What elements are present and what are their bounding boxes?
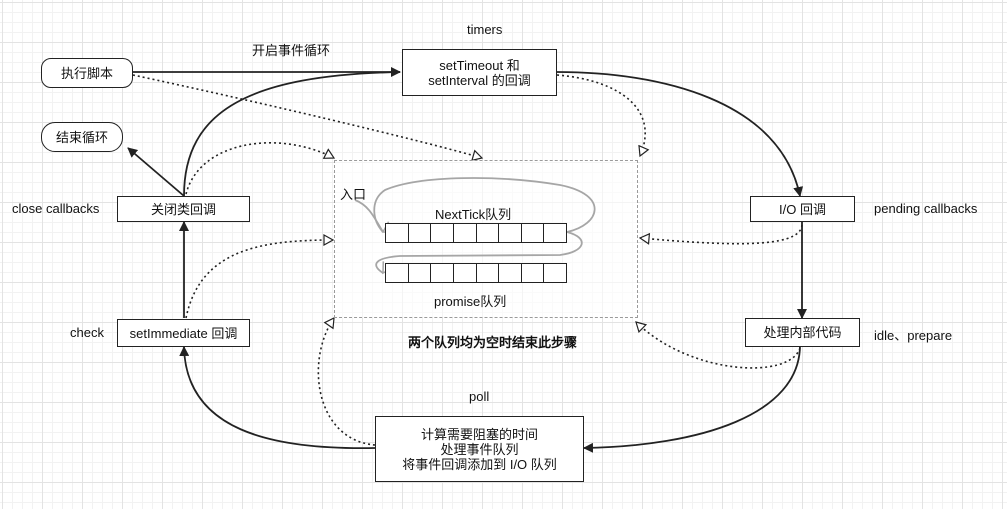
io-callbacks-node-label: I/O 回调 bbox=[779, 201, 826, 217]
check-node: setImmediate 回调 bbox=[117, 319, 250, 347]
nexttick-queue bbox=[385, 223, 567, 243]
promise-queue-label: promise队列 bbox=[434, 294, 507, 309]
queue-slot bbox=[409, 264, 432, 282]
timers-node-line1: setTimeout 和 bbox=[439, 57, 520, 73]
queue-slot bbox=[386, 264, 409, 282]
dotted-check-to-area bbox=[185, 240, 333, 319]
nexttick-queue-label: NextTick队列 bbox=[435, 207, 512, 222]
exec-script-label: 执行脚本 bbox=[60, 65, 113, 81]
queue-slot bbox=[499, 264, 522, 282]
queue-slot bbox=[522, 264, 545, 282]
dotted-flow bbox=[132, 74, 803, 446]
poll-node: 计算需要阻塞的时间 处理事件队列 将事件回调添加到 I/O 队列 bbox=[375, 416, 584, 482]
queue-slot bbox=[544, 264, 566, 282]
dotted-close-to-area bbox=[185, 142, 334, 195]
start-loop-label: 开启事件循环 bbox=[252, 43, 331, 58]
timers-node-line2: setInterval 的回调 bbox=[428, 72, 531, 88]
solid-flow bbox=[127, 67, 807, 453]
queue-slot bbox=[409, 224, 432, 242]
queue-slot bbox=[386, 224, 409, 242]
end-loop-label: 结束循环 bbox=[55, 129, 108, 145]
dotted-poll-to-area bbox=[317, 318, 376, 446]
timers-phase-label: timers bbox=[467, 22, 503, 37]
io-callbacks-node: I/O 回调 bbox=[750, 196, 855, 222]
timers-node: setTimeout 和 setInterval 的回调 bbox=[402, 49, 557, 96]
arrow-internal-to-poll bbox=[583, 344, 801, 453]
poll-node-line2: 处理事件队列 bbox=[440, 441, 519, 457]
close-callbacks-phase-label: close callbacks bbox=[12, 201, 100, 216]
arrow-timers-to-io bbox=[556, 71, 804, 197]
entry-label: 入口 bbox=[340, 187, 367, 202]
queue-slot bbox=[454, 224, 477, 242]
poll-phase-label: poll bbox=[469, 389, 490, 404]
queue-slot bbox=[477, 264, 500, 282]
close-callbacks-node: 关闭类回调 bbox=[117, 196, 250, 222]
internal-code-node: 处理内部代码 bbox=[745, 318, 860, 347]
exec-script-node: 执行脚本 bbox=[41, 58, 133, 88]
promise-queue bbox=[385, 263, 567, 283]
close-callbacks-node-label: 关闭类回调 bbox=[150, 201, 216, 217]
idle-prepare-phase-label: idle、prepare bbox=[874, 328, 953, 343]
arrow-close-to-end bbox=[127, 147, 185, 197]
internal-code-node-label: 处理内部代码 bbox=[763, 325, 842, 340]
queue-slot bbox=[544, 224, 566, 242]
queue-slot bbox=[499, 224, 522, 242]
check-phase-label: check bbox=[70, 325, 104, 340]
end-loop-node: 结束循环 bbox=[41, 122, 123, 152]
poll-node-line3: 将事件回调添加到 I/O 队列 bbox=[402, 456, 557, 472]
check-node-label: setImmediate 回调 bbox=[129, 325, 238, 341]
queue-slot bbox=[431, 224, 454, 242]
dotted-timers-to-area bbox=[556, 74, 645, 156]
queue-slot bbox=[522, 224, 545, 242]
arrow-close-to-timers bbox=[183, 71, 401, 197]
dotted-io-to-area bbox=[640, 224, 803, 244]
arrow-poll-to-check bbox=[179, 346, 376, 450]
queue-slot bbox=[477, 224, 500, 242]
queue-slot bbox=[454, 264, 477, 282]
poll-node-line1: 计算需要阻塞的时间 bbox=[420, 426, 538, 442]
pending-callbacks-phase-label: pending callbacks bbox=[874, 201, 978, 216]
queues-empty-note: 两个队列均为空时结束此步骤 bbox=[408, 335, 578, 350]
queue-slot bbox=[431, 264, 454, 282]
